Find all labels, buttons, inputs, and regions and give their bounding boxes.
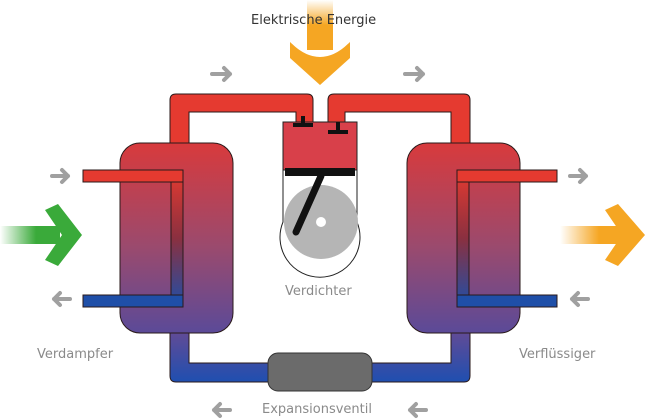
flow-arrows <box>50 66 590 418</box>
evaporator-label: Verdampfer <box>37 347 114 362</box>
heat-out-arrow <box>560 204 645 266</box>
valve-label: Expansionsventil <box>262 402 372 417</box>
arrow-left-icon <box>570 291 590 307</box>
heat-in-arrow <box>0 204 82 266</box>
arrow-right-icon <box>568 168 588 184</box>
expansion-valve <box>267 352 373 392</box>
arrow-left-icon <box>212 402 232 418</box>
arrow-left-icon <box>408 402 428 418</box>
arrow-left-icon <box>52 291 72 307</box>
compressor <box>279 116 361 278</box>
compressor-label: Verdichter <box>285 284 352 299</box>
arrow-right-icon <box>403 66 425 82</box>
condenser-label: Verflüssiger <box>519 347 596 362</box>
arrow-right-icon <box>210 66 232 82</box>
arrow-right-icon <box>50 168 70 184</box>
electric-energy-arrow <box>290 0 350 85</box>
energy-label: Elektrische Energie <box>251 13 377 28</box>
